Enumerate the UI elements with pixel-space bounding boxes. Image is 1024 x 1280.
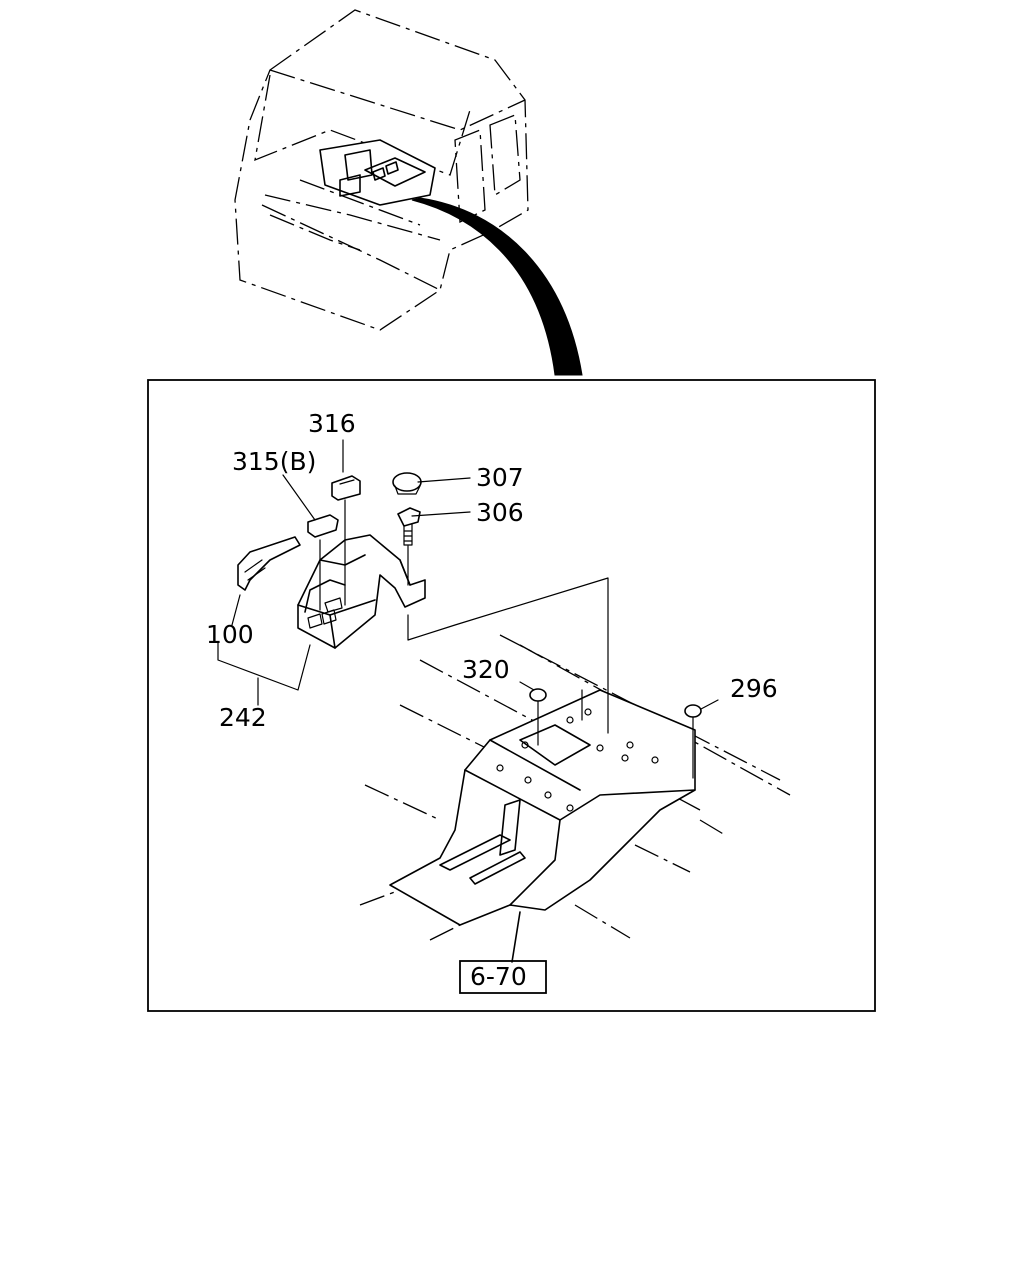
marker-320: [529, 688, 547, 702]
label-100: 100: [206, 620, 254, 649]
label-296: 296: [730, 674, 778, 703]
floor-console-base: [359, 634, 791, 963]
marker-296: [684, 704, 702, 718]
label-307: 307: [476, 463, 524, 492]
label-320: 320: [462, 655, 510, 684]
label-ref-6-70[interactable]: 6-70: [470, 962, 527, 991]
label-242: 242: [219, 703, 267, 732]
callout-pointer: [411, 197, 583, 376]
label-315b: 315(B): [232, 447, 316, 476]
label-306: 306: [476, 498, 524, 527]
label-316: 316: [308, 409, 356, 438]
detail-frame: [147, 379, 876, 1012]
cab-overview: [234, 9, 529, 331]
leader-lines: [217, 439, 719, 710]
console-cover-assembly: [237, 472, 426, 649]
ref-box: [459, 960, 547, 994]
